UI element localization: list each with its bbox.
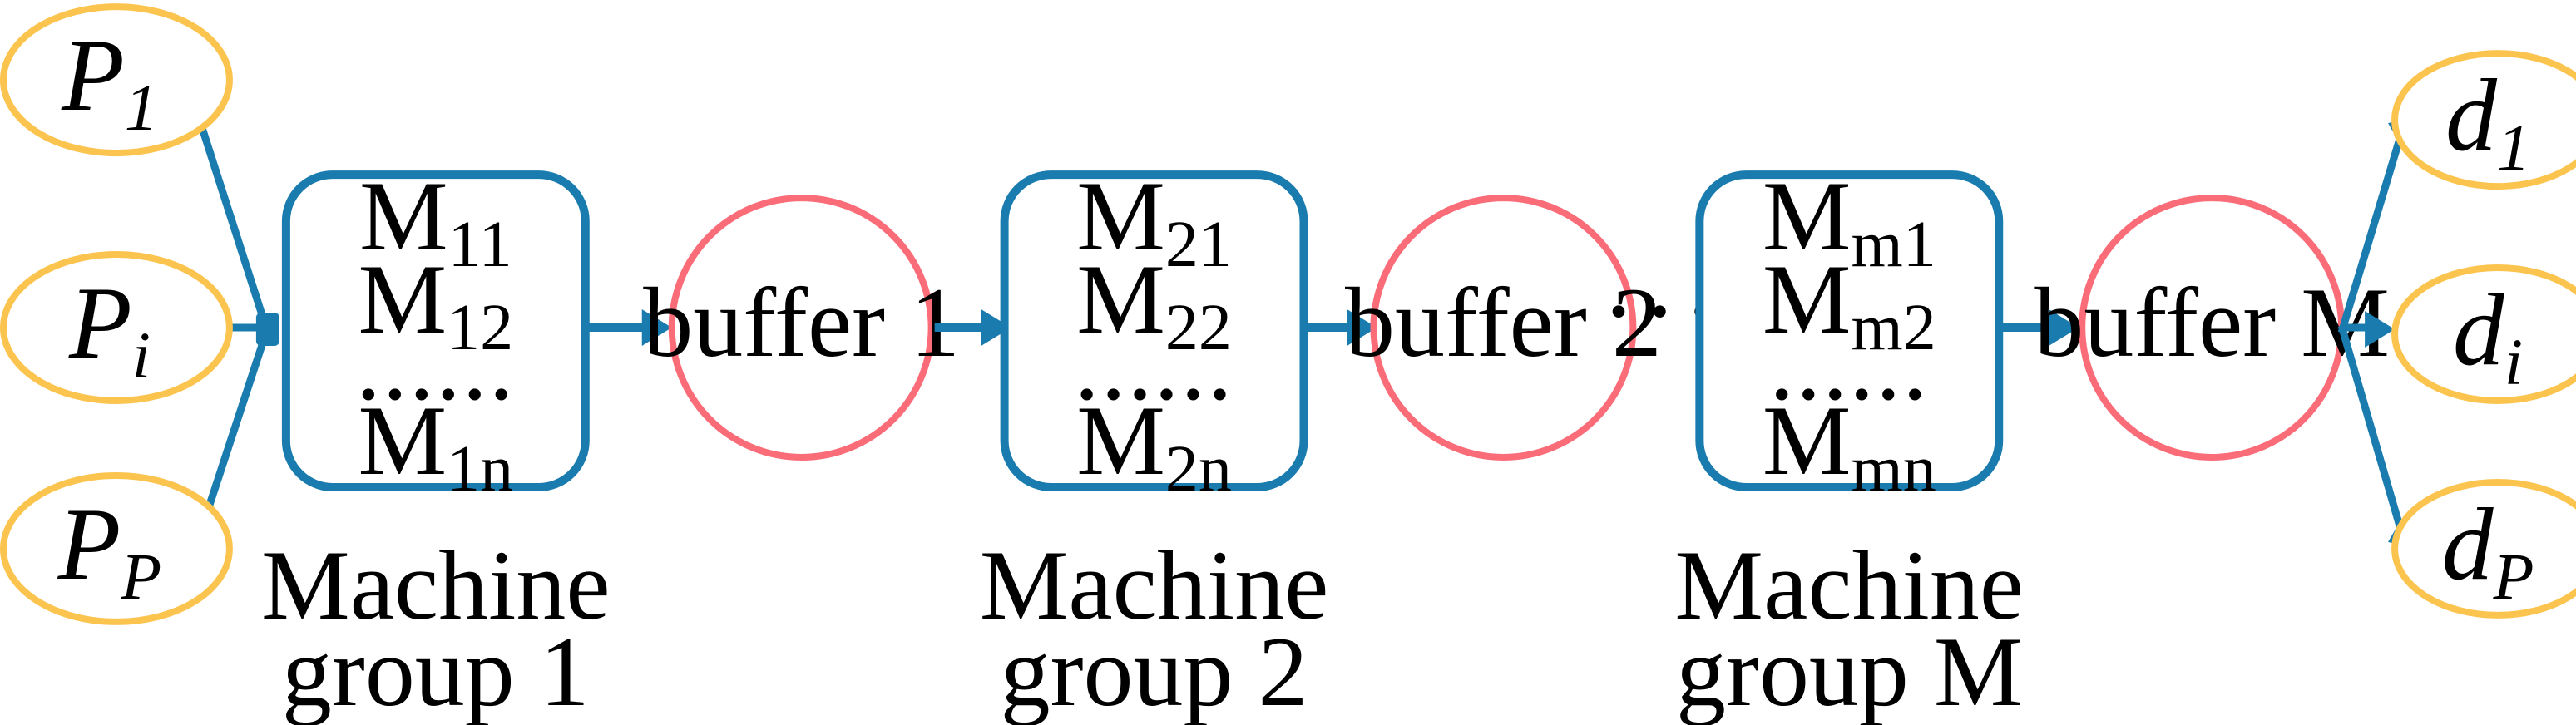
machine-label-m11: M11	[359, 160, 512, 281]
input-node-p1-label: P1	[61, 18, 158, 145]
machine-label-m22: M22	[1076, 244, 1232, 364]
machine-group-1-dots: ......	[356, 310, 516, 421]
machine-group-1-caption-line2: group 1	[282, 616, 590, 725]
input-node-p1-shape[interactable]	[0, 3, 233, 157]
machine-label-mmn: Mmn	[1763, 385, 1936, 506]
output-node-di-label: di	[2453, 273, 2523, 399]
output-node-di[interactable]: di	[2391, 264, 2576, 404]
machine-group-1-caption: Machine group 1	[261, 530, 611, 725]
machine-label-m1n: M1n	[358, 385, 514, 506]
input-edges-group	[195, 118, 279, 537]
buffer-1-circle[interactable]	[668, 195, 935, 461]
input-junction-node	[255, 313, 279, 347]
machine-group-m-caption: Machine group M	[1674, 530, 2024, 725]
input-node-pp[interactable]: PP	[0, 471, 233, 625]
edge-mg2-to-buffer2	[1303, 309, 1377, 347]
output-node-di-shape[interactable]	[2391, 264, 2576, 404]
buffer-m-label: buffer M	[2034, 267, 2390, 377]
buffer-2-circle[interactable]	[1370, 195, 1637, 461]
buffer-1[interactable]: buffer 1	[643, 195, 960, 461]
machine-group-2[interactable]: M21 M22 ...... M2n	[1000, 160, 1308, 506]
edge-bufferm-to-dp	[2337, 324, 2405, 534]
machine-group-m-caption-line2: group M	[1676, 616, 2022, 725]
machine-group-m[interactable]: Mm1 Mm2 ...... Mmn	[1695, 160, 2004, 506]
machine-group-m-dots: ......	[1769, 310, 1929, 421]
machine-group-2-caption-line2: group 2	[1001, 616, 1308, 725]
arrow-head-mgm-bufferm	[2049, 309, 2079, 347]
machine-label-mm2: Mm2	[1763, 244, 1936, 364]
input-node-pi[interactable]: Pi	[0, 251, 233, 404]
output-node-dp-label: dP	[2442, 487, 2534, 614]
edge-pp-to-junction	[195, 331, 270, 537]
edge-mgm-to-bufferm	[1999, 309, 2079, 347]
output-node-dp-shape[interactable]	[2391, 478, 2576, 619]
machine-group-2-dots: ......	[1075, 310, 1234, 421]
buffer-1-label: buffer 1	[643, 267, 960, 377]
machine-label-m2n: M2n	[1076, 385, 1232, 506]
input-node-pp-label: PP	[57, 487, 162, 614]
output-node-d1-shape[interactable]	[2391, 50, 2576, 190]
machine-group-1[interactable]: M11 M12 ...... M1n	[281, 160, 590, 506]
arrow-head-mg2-buffer2	[1347, 309, 1377, 347]
input-node-pp-shape[interactable]	[0, 471, 233, 625]
machine-group-2-caption-line1: Machine	[980, 530, 1329, 640]
input-node-pi-shape[interactable]	[0, 251, 233, 404]
output-node-dp[interactable]: dP	[2391, 478, 2576, 619]
edge-buffer1-to-mg2	[934, 309, 1011, 347]
input-node-p1[interactable]: P1	[0, 3, 233, 157]
machine-group-m-caption-line1: Machine	[1674, 530, 2024, 640]
output-node-d1[interactable]: d1	[2391, 50, 2576, 190]
machine-label-m12: M12	[358, 244, 514, 364]
output-edges-group	[2337, 116, 2415, 549]
machine-label-m21: M21	[1076, 160, 1232, 281]
buffer-2-label: buffer 2	[1345, 267, 1662, 377]
arrow-head-di	[2365, 311, 2396, 348]
buffer-m[interactable]: buffer M	[2034, 195, 2390, 461]
edge-mg1-to-buffer1	[585, 309, 672, 347]
machine-label-mm1: Mm1	[1763, 160, 1936, 281]
edge-bufferm-to-d1	[2337, 131, 2405, 334]
arrow-head-buffer1-mg2	[981, 309, 1011, 347]
machine-group-1-caption-line1: Machine	[261, 530, 611, 640]
output-node-d1-label: d1	[2445, 58, 2530, 185]
input-node-pi-label: Pi	[68, 266, 151, 392]
edge-p1-to-junction	[195, 118, 270, 329]
arrow-head-mg1-buffer1	[641, 309, 672, 347]
machine-group-2-caption: Machine group 2	[980, 530, 1329, 725]
buffer-2[interactable]: buffer 2	[1345, 195, 1662, 461]
